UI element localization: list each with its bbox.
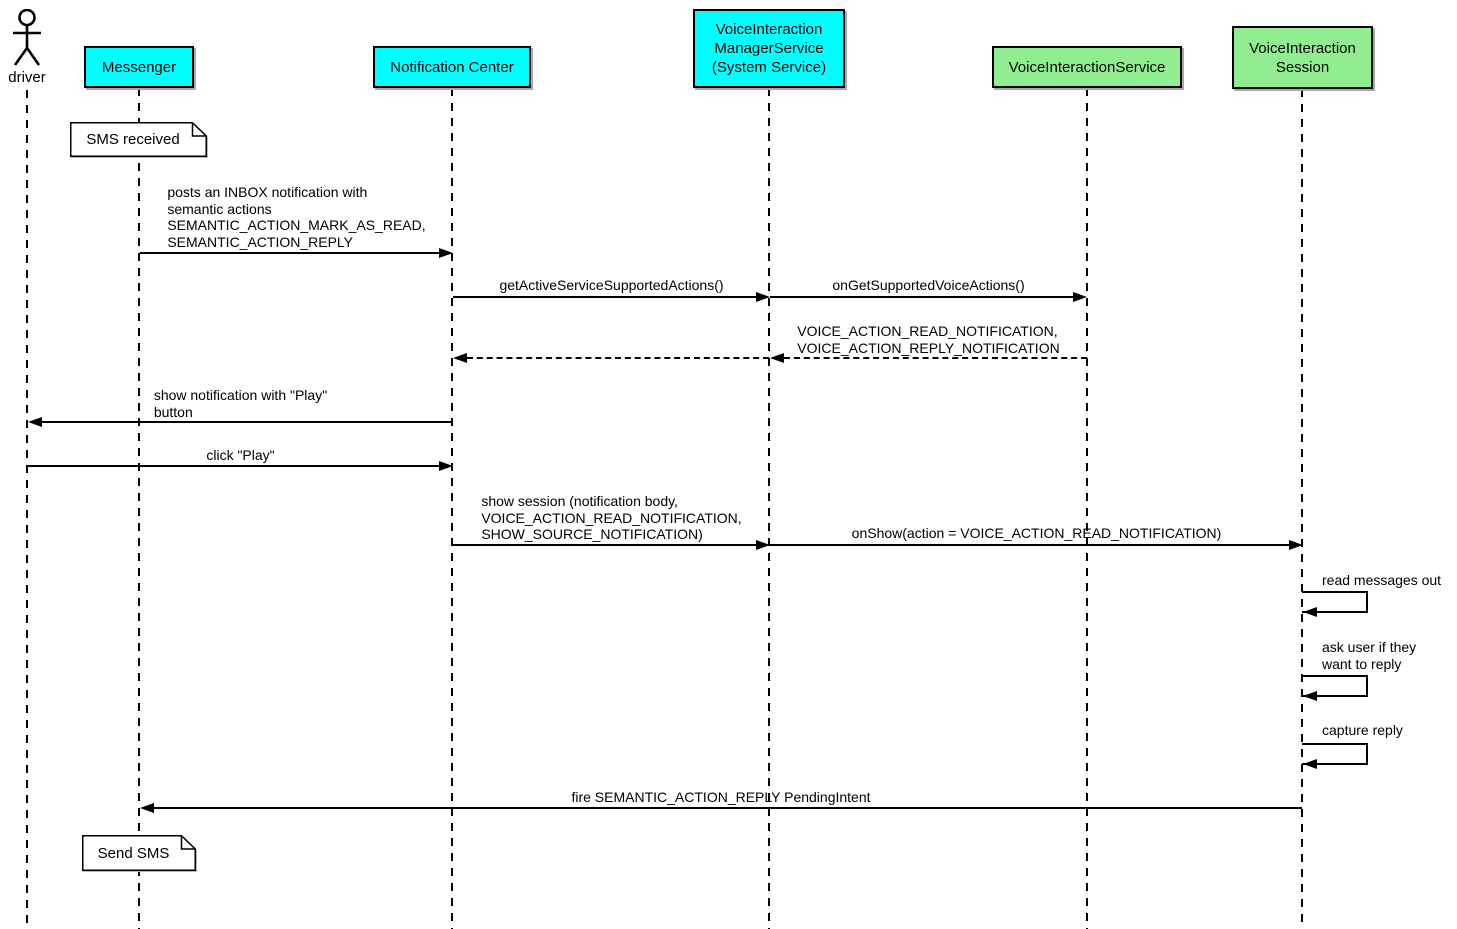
arrowhead: [453, 353, 467, 363]
actor-label: driver: [8, 69, 46, 86]
arrowhead: [1303, 759, 1317, 769]
message-line: [770, 296, 1074, 298]
message-label: click "Play": [206, 447, 275, 463]
message-label: getActiveServiceSupportedActions(): [499, 277, 724, 293]
self-message-loop: [1302, 743, 1368, 765]
participant-label: VoiceInteractionService: [1008, 58, 1166, 76]
participant-voiceinteractionservice: VoiceInteractionService: [992, 46, 1182, 88]
message-line: [467, 357, 769, 359]
lifeline-voiceinteraction-managerservice: [768, 88, 770, 929]
participant-label: Messenger: [101, 58, 177, 76]
message-line: [453, 296, 757, 298]
message-label: show session (notification body, VOICE_A…: [481, 493, 742, 542]
lifeline-notification-center: [451, 88, 453, 929]
message-line: [154, 807, 1302, 809]
message-line: [784, 357, 1087, 359]
participant-messenger: Messenger: [84, 46, 194, 88]
note-sms-received: SMS received: [86, 131, 180, 148]
self-message-loop: [1302, 591, 1368, 613]
message-label: posts an INBOX notification with semanti…: [167, 184, 426, 250]
arrowhead: [1303, 691, 1317, 701]
message-line: [770, 544, 1289, 546]
participant-voiceinteraction-managerservice: VoiceInteraction ManagerService (System …: [693, 9, 845, 88]
arrowhead: [28, 417, 42, 427]
arrowhead: [756, 292, 770, 302]
message-label: onGetSupportedVoiceActions(): [832, 277, 1025, 293]
arrowhead: [140, 803, 154, 813]
arrowhead: [439, 461, 453, 471]
arrowhead: [439, 248, 453, 258]
arrowhead: [756, 540, 770, 550]
self-message-label: read messages out: [1322, 572, 1442, 588]
arrowhead: [770, 353, 784, 363]
note-send-sms: Send SMS: [97, 844, 170, 862]
lifeline-messenger: [138, 88, 140, 929]
participant-voiceinteraction-session: VoiceInteraction Session: [1232, 26, 1373, 89]
participant-label: Notification Center: [390, 58, 514, 76]
participant-label: VoiceInteraction Session: [1249, 39, 1356, 76]
message-line: [140, 252, 440, 254]
lifeline-voiceinteraction-session: [1301, 89, 1303, 929]
participant-label: VoiceInteraction ManagerService (System …: [711, 21, 827, 76]
arrowhead: [1303, 607, 1317, 617]
arrowhead: [1073, 292, 1087, 302]
message-line: [453, 544, 757, 546]
self-message-label: capture reply: [1322, 722, 1403, 738]
note-shape-send-sms: [82, 835, 196, 871]
self-message-label: ask user if they want to reply: [1322, 639, 1417, 672]
self-message-loop: [1302, 675, 1368, 697]
arrowhead: [1289, 540, 1303, 550]
lifeline-voiceinteractionservice: [1086, 88, 1088, 929]
message-label: fire SEMANTIC_ACTION_REPLY PendingIntent: [571, 789, 871, 805]
message-label: VOICE_ACTION_READ_NOTIFICATION, VOICE_AC…: [797, 323, 1060, 356]
message-label: show notification with "Play" button: [153, 387, 328, 420]
message-line: [42, 421, 452, 423]
message-label: onShow(action = VOICE_ACTION_READ_NOTIFI…: [851, 525, 1222, 541]
note-shape-sms-received: [70, 122, 207, 157]
actor-icon: [13, 9, 41, 66]
message-line: [28, 465, 439, 467]
lifeline-driver: [26, 90, 28, 929]
participant-notification-center: Notification Center: [373, 46, 531, 88]
